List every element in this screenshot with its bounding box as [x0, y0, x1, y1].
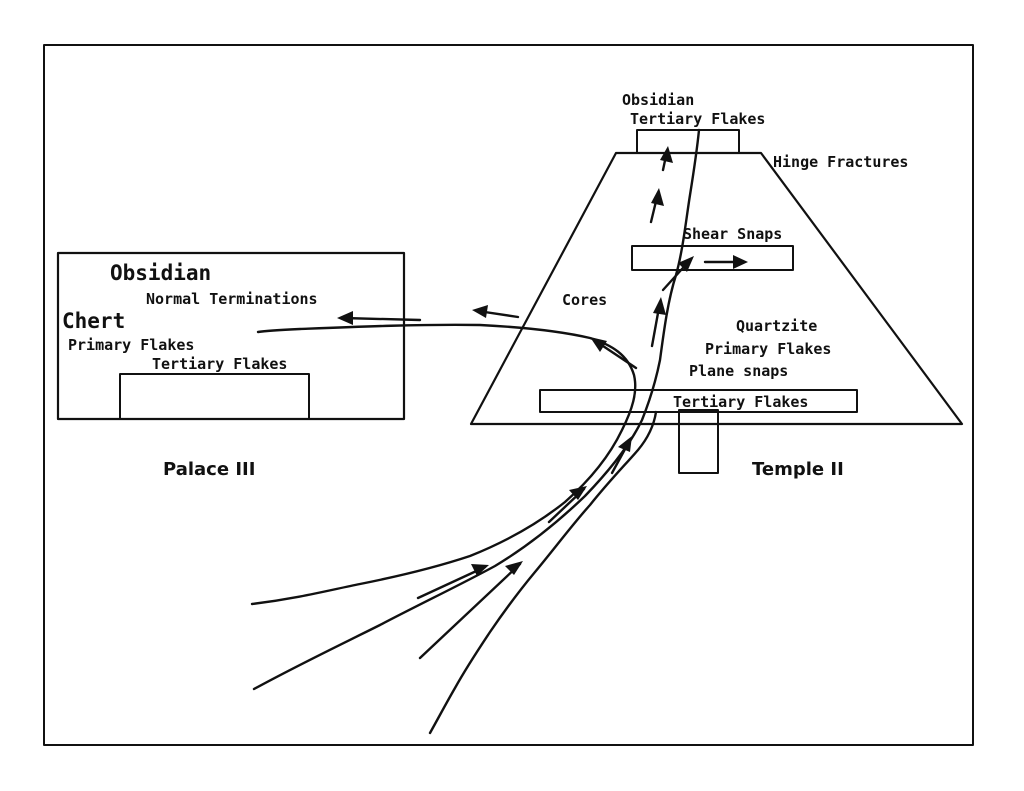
temple-top-box: [636, 129, 740, 154]
arrowhead: [618, 436, 632, 452]
path-line-upper: [250, 323, 637, 606]
arrowhead: [653, 297, 666, 315]
arrow: [341, 316, 422, 322]
temple-primary-flakes-label: Primary Flakes: [705, 340, 831, 358]
arrowhead: [472, 305, 488, 318]
temple-caption: Temple II: [752, 459, 844, 480]
outer-frame: [43, 44, 974, 746]
temple-tertiary-flakes-top-label: Tertiary Flakes: [630, 110, 765, 128]
temple-stair-box: [678, 409, 719, 474]
temple-tertiary-flakes-bottom-label: Tertiary Flakes: [673, 393, 808, 411]
palace-primary-flakes-label: Primary Flakes: [68, 336, 194, 354]
palace-normal-terminations-label: Normal Terminations: [146, 290, 318, 308]
palace-tertiary-flakes-label: Tertiary Flakes: [152, 355, 287, 373]
palace-chert-label: Chert: [62, 309, 125, 333]
arrowhead: [569, 486, 587, 500]
arrowhead: [505, 561, 523, 575]
flow-arrows: [337, 146, 748, 660]
palace-inner-box: [119, 373, 310, 420]
arrowhead: [590, 337, 607, 352]
arrow: [416, 565, 487, 600]
temple-hinge-fractures-label: Hinge Fractures: [773, 153, 908, 171]
temple-obsidian-label: Obsidian: [622, 91, 694, 109]
arrowhead: [337, 311, 353, 325]
arrowhead: [651, 188, 664, 206]
arrow: [418, 562, 522, 660]
arrowhead: [678, 256, 694, 272]
temple-plane-snaps-label: Plane snaps: [689, 362, 788, 380]
palace-caption: Palace III: [163, 459, 255, 480]
temple-trapezoid: [469, 151, 964, 426]
temple-tertiary-box: [539, 389, 858, 413]
arrowhead: [471, 564, 489, 576]
temple-shear-box: [631, 245, 794, 271]
path-line-lower: [428, 410, 658, 735]
arrowhead: [660, 146, 673, 163]
temple-quartzite-label: Quartzite: [736, 317, 817, 335]
temple-cores-label: Cores: [562, 291, 607, 309]
palace-obsidian-label: Obsidian: [110, 261, 211, 285]
arrowhead: [733, 255, 748, 269]
temple-shear-snaps-label: Shear Snaps: [683, 225, 782, 243]
